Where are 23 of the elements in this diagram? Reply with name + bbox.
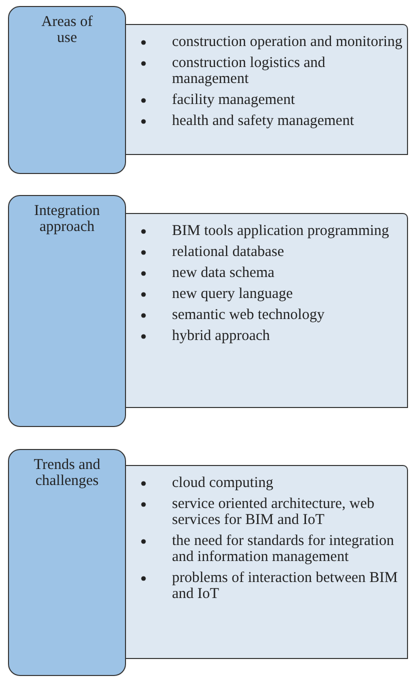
bullet-item: cloud computing [172,475,274,491]
bullet-list-panel [126,24,408,155]
bullet-item: service oriented architecture, web services for BIM and IoT [172,496,376,528]
section-heading-box [8,6,126,174]
section-heading: Integration approach [33,203,101,235]
section-heading-box [8,195,126,427]
bullet-item: problems of interaction between BIM and IoT [172,570,399,602]
bullet-item: health and safety management [172,113,356,129]
bullet-item: construction logistics and management [172,55,326,87]
bullet-item: semantic web technology [172,307,326,323]
section-heading: Areas of use [40,14,94,46]
bullet-list-panel [126,213,408,408]
bullet-list-panel [126,465,408,659]
bullet-item: facility management [172,92,296,108]
section-heading: Trends and challenges [32,457,102,489]
section-heading-box [8,449,126,676]
bullet-item: BIM tools application programming [172,223,390,239]
bullet-item: construction operation and monitoring [172,34,403,50]
bullet-item: new query language [172,286,294,302]
bullet-item: the need for standards for integration and information management [172,533,396,565]
bullet-item: new data schema [172,265,276,281]
bullet-item: hybrid approach [172,328,271,344]
bullet-item: relational database [172,244,286,260]
